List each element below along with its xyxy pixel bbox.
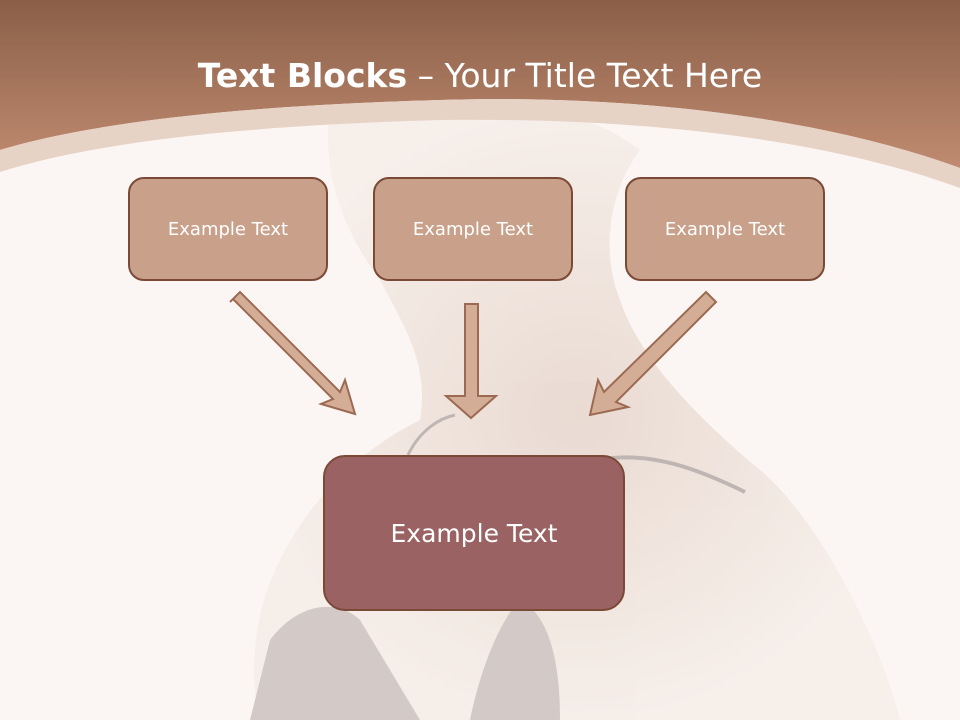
text-block-2-label: Example Text — [412, 218, 534, 240]
title-rest: – Your Title Text Here — [407, 56, 763, 95]
text-block-1-label: Example Text — [167, 218, 289, 240]
text-block-1[interactable]: Example Text — [128, 177, 328, 281]
text-block-3[interactable]: Example Text — [625, 177, 825, 281]
text-block-2[interactable]: Example Text — [373, 177, 573, 281]
text-block-3-label: Example Text — [664, 218, 786, 240]
title-bold: Text Blocks — [197, 56, 408, 95]
target-block-label: Example Text — [390, 518, 558, 548]
header-swoosh — [0, 99, 960, 188]
header-band — [0, 0, 960, 168]
target-block[interactable]: Example Text — [323, 455, 625, 611]
page-title: Text Blocks – Your Title Text Here — [0, 54, 960, 98]
